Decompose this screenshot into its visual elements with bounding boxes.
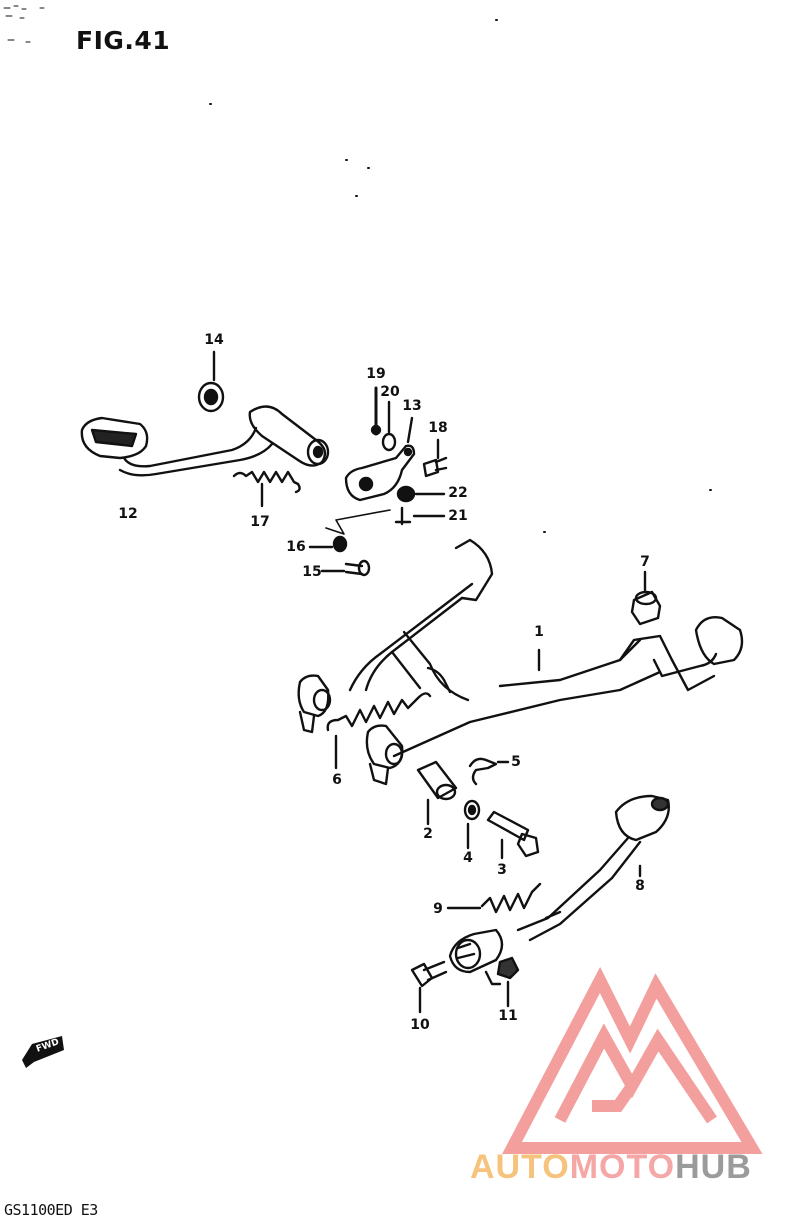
oil-seal-14 (197, 350, 225, 413)
pivot-boss (448, 928, 504, 974)
callout-6: 6 (332, 772, 342, 788)
callout-9: 9 (433, 901, 443, 917)
callout-17: 17 (250, 514, 270, 530)
cotter-pin-5 (468, 757, 510, 786)
callout-4: 4 (463, 850, 473, 866)
callout-13: 13 (402, 398, 422, 414)
screw-21 (394, 506, 446, 526)
callout-14: 14 (204, 332, 224, 348)
watermark-text: AUTOMOTOHUB (470, 1148, 752, 1187)
callout-3: 3 (497, 862, 507, 878)
washer-4 (463, 799, 481, 850)
callout-10: 10 (410, 1017, 430, 1033)
bolt-10 (410, 960, 448, 1014)
spring-17 (232, 470, 301, 508)
callout-16: 16 (286, 539, 306, 555)
lever-8 (516, 794, 670, 942)
callout-1: 1 (534, 624, 544, 640)
callout-20: 20 (380, 384, 400, 400)
watermark-moto: MOTO (569, 1148, 676, 1186)
callout-15: 15 (302, 564, 322, 580)
nut-7 (630, 570, 662, 626)
nut-11 (484, 956, 520, 1008)
watermark-logo (502, 966, 763, 1154)
washer-20 (381, 400, 397, 452)
spacer-2 (416, 760, 458, 826)
forward-arrow-icon (22, 1036, 64, 1068)
spring-9 (446, 882, 542, 914)
washer-16 (308, 535, 348, 553)
center-stand-1 (297, 538, 744, 786)
model-code: GS1100ED E3 (4, 1201, 98, 1219)
callout-22: 22 (448, 485, 468, 501)
bracket-13 (344, 416, 416, 502)
callout-5: 5 (511, 754, 521, 770)
callout-11: 11 (498, 1008, 518, 1024)
scan-dots (209, 19, 712, 533)
figure-title: FIG.41 (76, 26, 171, 55)
callout-12: 12 (118, 506, 138, 522)
bolt-15 (320, 559, 371, 577)
scan-noise (3, 5, 45, 43)
callout-19: 19 (366, 366, 386, 382)
spring-6 (326, 692, 432, 770)
washer-22 (396, 485, 446, 503)
linkage-rod (325, 509, 391, 535)
brake-pedal-12 (80, 405, 330, 477)
bolt-3 (486, 810, 540, 860)
callout-21: 21 (448, 508, 468, 524)
callout-8: 8 (635, 878, 645, 894)
callout-7: 7 (640, 554, 650, 570)
watermark-auto: AUTO (470, 1148, 570, 1186)
callout-18: 18 (428, 420, 448, 436)
callout-2: 2 (423, 826, 433, 842)
pin-19 (370, 386, 382, 436)
watermark-hub: HUB (675, 1148, 752, 1186)
bolt-18 (422, 438, 448, 478)
